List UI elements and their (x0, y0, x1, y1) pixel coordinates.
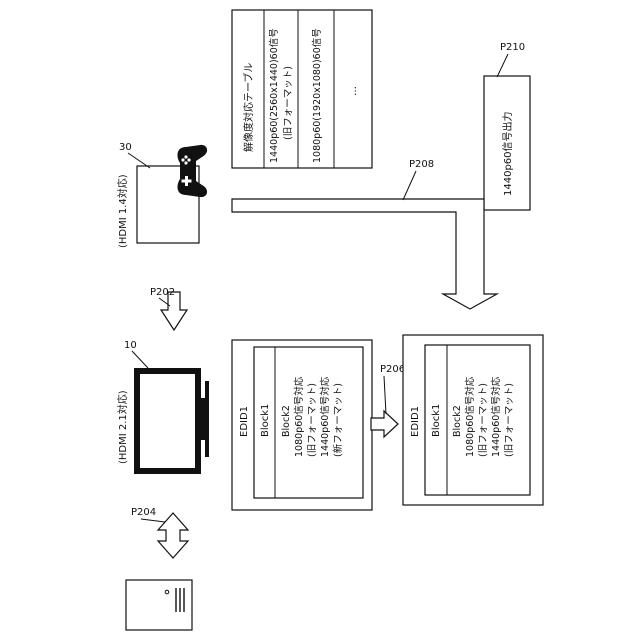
resolution-row-2: 1080p60(1920x1080)60信号 (311, 28, 323, 163)
edid-right-title: EDID1 (410, 406, 421, 437)
leader-p204 (141, 519, 165, 522)
leader-p206 (384, 376, 386, 414)
edid-left-block2-line1: Block2 (281, 405, 292, 437)
edid-left-block2-line5: (新フォーマット) (332, 383, 344, 457)
resolution-table-title: 解像度対応テーブル (242, 63, 255, 152)
resolution-table: 解像度対応テーブル 1440p60(2560x1440)60信号 (旧フォーマッ… (232, 10, 372, 168)
ref-p204: P204 (131, 507, 156, 518)
edid-right-block2-line5: (旧フォーマット) (504, 383, 515, 457)
leader-p210 (497, 54, 508, 77)
edid-box-left: EDID1 Block1 Block2 1080p60信号対応 (旧フォーマット… (232, 340, 372, 510)
output-label: 1440p60信号出力 (501, 111, 514, 196)
edid-left-block2-line3: (旧フォーマット) (307, 383, 318, 457)
resolution-row-1b: (旧フォーマット) (283, 66, 294, 140)
edid-right-block2-line1: Block2 (452, 405, 463, 437)
edid-right-block2-line4: 1440p60信号対応 (490, 376, 502, 457)
hdmi21-label: (HDMI 2.1対応) (116, 390, 129, 464)
source-device (126, 580, 192, 630)
resolution-row-1a: 1440p60(2560x1440)60信号 (268, 28, 280, 163)
edid-right-block2-line2: 1080p60信号対応 (464, 376, 476, 457)
edid-right-block2-line3: (旧フォーマット) (478, 383, 489, 457)
edid-left-block2-line4: 1440p60信号対応 (319, 376, 331, 457)
arrow-p208 (232, 199, 497, 309)
edid-left-block2-line2: 1080p60信号対応 (293, 376, 305, 457)
leader-p208 (403, 171, 416, 200)
tv-monitor: 10 (HDMI 2.1対応) (116, 340, 209, 471)
leader-tv (132, 351, 148, 368)
ref-p210: P210 (500, 42, 525, 53)
edid-box-right: EDID1 Block1 Block2 1080p60信号対応 (旧フォーマット… (403, 335, 543, 505)
arrow-p206 (371, 411, 398, 437)
hdmi14-label: (HDMI 1.4対応) (116, 174, 129, 248)
gamepad-icon (178, 145, 208, 197)
edid-right-block1: Block1 (431, 404, 442, 437)
ref-p202: P202 (150, 287, 175, 298)
edid-left-title: EDID1 (239, 406, 250, 437)
resolution-row-ellipsis: … (348, 86, 359, 96)
output-box: 1440p60信号出力 (484, 76, 530, 210)
ref-p208: P208 (409, 159, 434, 170)
edid-left-block1: Block1 (260, 404, 271, 437)
ref-game: 30 (119, 142, 132, 153)
arrow-p204 (158, 513, 188, 558)
ref-p206: P206 (380, 364, 405, 375)
ref-tv: 10 (124, 340, 137, 351)
